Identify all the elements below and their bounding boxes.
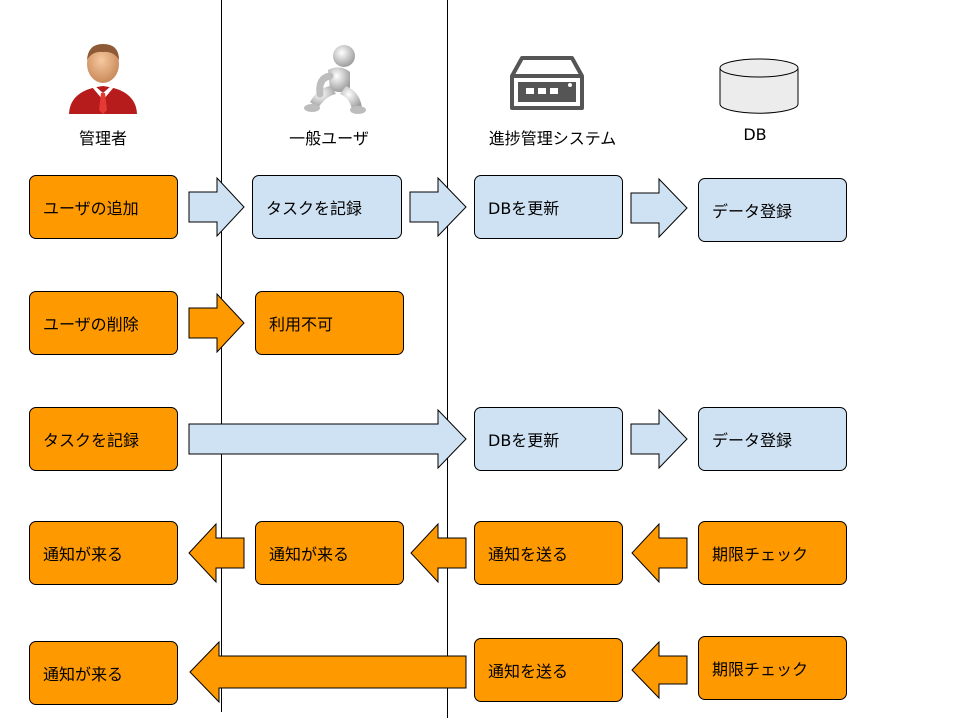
step-box-db-deadline-check: 期限チェック <box>698 636 847 700</box>
step-box-admin-delete-user: ユーザの削除 <box>29 291 178 355</box>
database-cylinder-icon <box>719 58 799 114</box>
arrow-left-row4-a <box>188 522 245 584</box>
arrow-right-row1-a <box>188 176 245 238</box>
arrow-right-row2 <box>188 292 245 354</box>
step-box-admin-notification: 通知が来る <box>29 641 178 705</box>
step-box-user-notification: 通知が来る <box>255 521 404 585</box>
step-box-db-register-data: データ登録 <box>698 407 847 471</box>
arrow-left-row4-c <box>631 522 688 584</box>
general-user-figure-icon <box>304 45 366 114</box>
lane-divider-admin-user <box>221 0 222 712</box>
step-box-admin-add-user: ユーザの追加 <box>29 175 178 239</box>
step-box-system-update-db: DBを更新 <box>474 407 623 471</box>
step-box-system-send-notification: 通知を送る <box>474 521 623 585</box>
arrow-left-row5-long <box>189 640 467 704</box>
step-box-db-register-data: データ登録 <box>698 178 847 242</box>
arrow-right-row3-b <box>630 408 688 470</box>
actor-label-db: DB <box>743 125 767 144</box>
actor-label-progress-system: 進捗管理システム <box>488 129 617 148</box>
step-box-db-deadline-check: 期限チェック <box>698 521 847 585</box>
arrow-right-row1-c <box>630 177 688 239</box>
actor-label-admin: 管理者 <box>78 129 127 148</box>
arrow-left-row4-b <box>410 522 467 584</box>
actor-label-general-user: 一般ユーザ <box>289 129 369 148</box>
lane-divider-user-system <box>447 0 448 718</box>
step-box-admin-record-task: タスクを記録 <box>29 407 178 471</box>
step-box-user-unavailable: 利用不可 <box>255 291 404 355</box>
step-box-system-send-notification: 通知を送る <box>474 638 623 702</box>
arrow-right-row1-b <box>409 176 467 238</box>
step-box-user-record-task: タスクを記録 <box>252 175 402 239</box>
arrow-right-row3-long <box>188 408 467 470</box>
step-box-admin-notification: 通知が来る <box>29 521 178 585</box>
step-box-system-update-db: DBを更新 <box>474 175 623 239</box>
network-switch-icon <box>510 56 584 110</box>
arrow-left-row5-b <box>631 640 688 700</box>
admin-person-icon <box>69 44 137 114</box>
